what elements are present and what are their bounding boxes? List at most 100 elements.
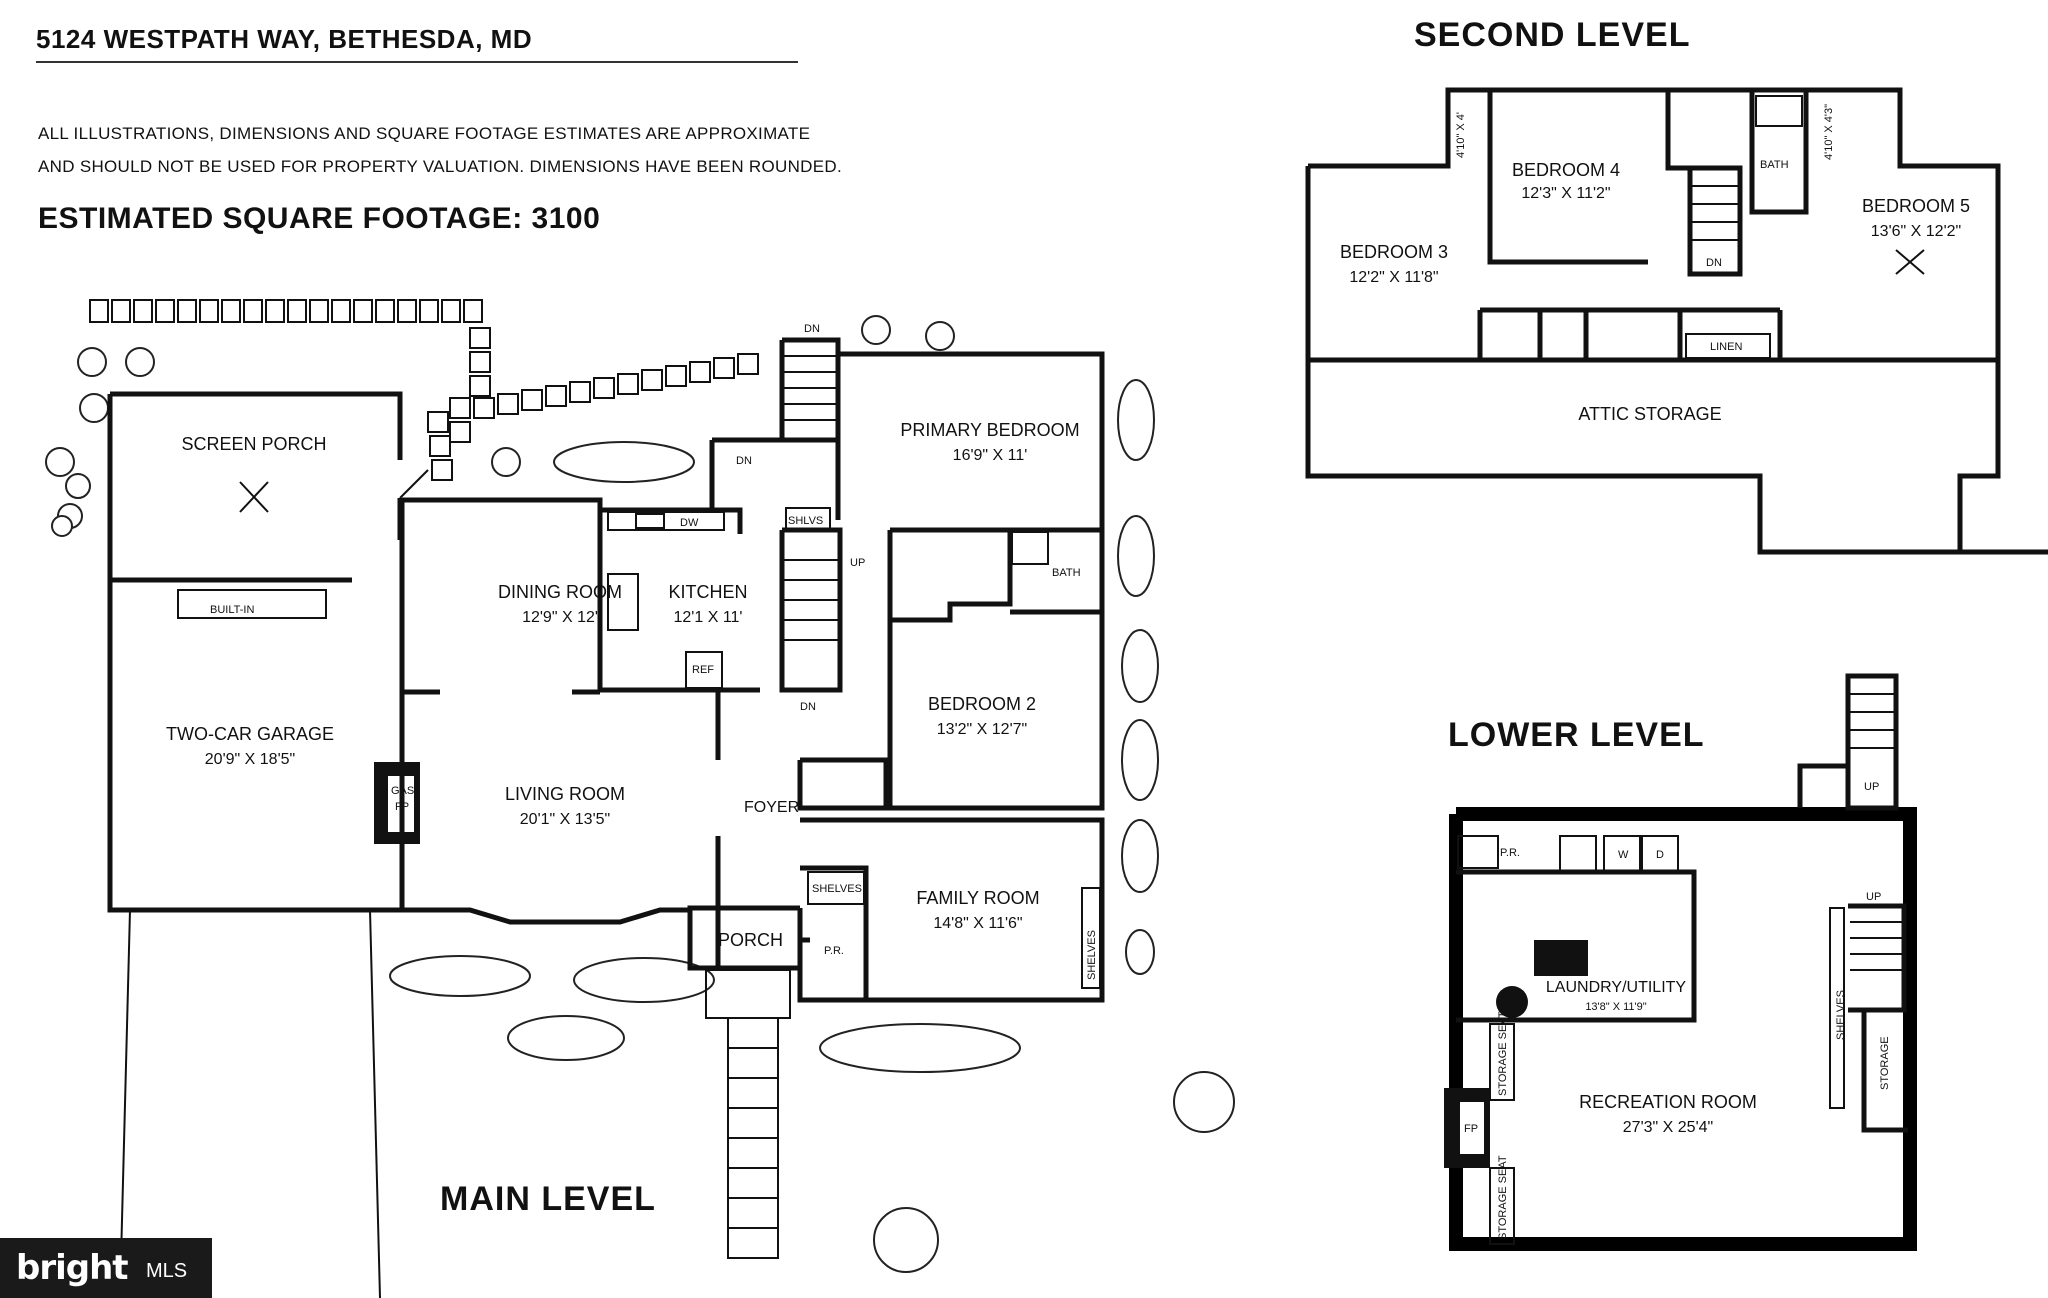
- lower-level-plan: UP P.R. W D LAUNDRY/UTILITY 13'8" X 11'9…: [1444, 673, 1917, 1251]
- storage-seat-1: [1489, 1023, 1515, 1101]
- kitchen-walls: [597, 510, 760, 693]
- kitchen-sink: [635, 513, 665, 529]
- exterior-stair-treads: [1850, 693, 1894, 749]
- storage-label: STORAGE: [1879, 1036, 1891, 1090]
- recreation-room-dimensions: 27'3" X 25'4": [1623, 1119, 1713, 1136]
- bedroom-3-label: BEDROOM 3: [1340, 242, 1448, 262]
- laundry-dimensions: 13'8" X 11'9": [1585, 1001, 1646, 1013]
- refrigerator: [685, 651, 723, 689]
- square-footage: ESTIMATED SQUARE FOOTAGE: 3100: [38, 202, 601, 235]
- refrigerator-label: REF: [692, 664, 714, 676]
- lower-fireplace-insert: [1460, 1102, 1484, 1154]
- ceiling-fan-icon: [239, 481, 269, 513]
- bright-mls-logo: bright MLS: [0, 1238, 212, 1298]
- washer: [1603, 835, 1641, 873]
- bath-sink: [1011, 531, 1049, 565]
- lower-powder-label: P.R.: [1500, 847, 1520, 859]
- logo-mls: MLS: [146, 1260, 188, 1282]
- powder-room-walls: [800, 865, 869, 1000]
- north-stair-treads: [784, 355, 836, 421]
- family-room-dimensions: 14'8" X 11'6": [933, 915, 1022, 932]
- porch-label: PORCH: [718, 930, 783, 950]
- screen-porch-label: SCREEN PORCH: [181, 434, 326, 454]
- second-stair-treads: [1692, 185, 1738, 241]
- second-stair-down-label: DN: [1706, 257, 1722, 269]
- stepping-stones: [89, 299, 759, 481]
- main-level-plan: SCREEN PORCH BUILT-IN GAS FP TWO-CAR GAR…: [45, 299, 1235, 1298]
- logo-brand: bright: [16, 1248, 129, 1288]
- shelves-box: [785, 507, 831, 531]
- storage-seat-2-label: STORAGE SEAT: [1497, 1155, 1509, 1240]
- dining-room-label: DINING ROOM: [498, 582, 622, 602]
- shrubs: [45, 315, 1235, 1273]
- family-room-shelves: [1081, 887, 1101, 989]
- driveway: [119, 909, 381, 1298]
- second-closets: [1477, 307, 1783, 360]
- exterior-stair-up-label: UP: [1864, 781, 1879, 793]
- primary-bath-walls: [1010, 527, 1105, 615]
- powder-toilet: [1457, 835, 1499, 869]
- bedroom-5-fan-icon: [1895, 249, 1925, 275]
- stair-down-label-3: DN: [800, 701, 816, 713]
- bedroom-5-dimensions: 13'6" X 12'2": [1871, 223, 1961, 240]
- stair-landing-wall: [1797, 763, 1848, 808]
- second-level-title: SECOND LEVEL: [1414, 16, 1691, 54]
- family-room-label: FAMILY ROOM: [916, 888, 1039, 908]
- family-room-shelves-label: SHELVES: [1086, 930, 1098, 980]
- storage-seat-2: [1489, 1167, 1515, 1245]
- storage-room-walls: [1861, 1010, 1908, 1133]
- lower-shelves-label: SHELVES: [1835, 990, 1847, 1040]
- shelves-label: SHLVS: [788, 515, 823, 527]
- built-in-cabinet: [177, 589, 327, 619]
- bathtub: [1755, 95, 1803, 127]
- front-walkway: [705, 969, 791, 1259]
- bedroom-4-label: BEDROOM 4: [1512, 160, 1620, 180]
- linen-closet: [1685, 333, 1771, 359]
- garage-dimensions: 20'9" X 18'5": [205, 751, 295, 768]
- washer-label: W: [1618, 849, 1629, 861]
- disclaimer-line-2: AND SHOULD NOT BE USED FOR PROPERTY VALU…: [38, 157, 842, 176]
- utility-equipment: [1534, 940, 1588, 976]
- linen-label: LINEN: [1710, 341, 1742, 353]
- interior-stair-treads: [1850, 921, 1902, 971]
- bedroom-2-label: BEDROOM 2: [928, 694, 1036, 714]
- powder-shelves-label: SHELVES: [812, 883, 862, 895]
- laundry-label: LAUNDRY/UTILITY: [1546, 979, 1687, 996]
- bedroom-4-dimensions: 12'3" X 11'2": [1521, 185, 1610, 202]
- bedroom-3-dimensions: 12'2" X 11'8": [1349, 269, 1438, 286]
- main-level-title: MAIN LEVEL: [440, 1180, 656, 1218]
- dishwasher-label: DW: [680, 517, 699, 529]
- closet-a-dimensions: 4'10" X 4': [1455, 112, 1467, 158]
- primary-closets: [887, 527, 1013, 623]
- stair-up-label: UP: [850, 557, 865, 569]
- second-level-stair: [1687, 165, 1743, 277]
- porch-door: [399, 469, 429, 499]
- lower-shelves: [1829, 907, 1845, 1109]
- living-room-dimensions: 20'1" X 13'5": [520, 811, 610, 828]
- interior-stair: [1848, 903, 1907, 1013]
- living-room-label: LIVING ROOM: [505, 784, 625, 804]
- disclaimer-line-1: ALL ILLUSTRATIONS, DIMENSIONS AND SQUARE…: [38, 124, 811, 143]
- powder-room-label: P.R.: [824, 945, 844, 957]
- closet-b-dimensions: 4'10" X 4'3": [1823, 104, 1835, 160]
- dryer-label: D: [1656, 849, 1664, 861]
- primary-bath-label: BATH: [1052, 567, 1081, 579]
- attic-storage-label: ATTIC STORAGE: [1578, 404, 1721, 424]
- attic-walls: [1305, 360, 2048, 555]
- range: [607, 573, 639, 631]
- interior-stair-up-label: UP: [1866, 891, 1881, 903]
- built-in-label: BUILT-IN: [210, 604, 254, 616]
- dryer: [1641, 835, 1679, 873]
- foyer-label: FOYER: [744, 799, 799, 816]
- shelves-closet: [807, 871, 865, 905]
- lower-fp-label: FP: [1464, 1123, 1478, 1135]
- central-stair-walls: [779, 527, 843, 693]
- kitchen-dimensions: 12'1 X 11': [674, 609, 743, 626]
- garage-label: TWO-CAR GARAGE: [166, 724, 334, 744]
- attic-east-wall: [1957, 360, 2001, 552]
- dining-room-dimensions: 12'9" X 12': [522, 609, 598, 626]
- stair-down-label-2: DN: [736, 455, 752, 467]
- screen-porch-walls: [107, 391, 403, 583]
- garage-walls: [107, 580, 405, 913]
